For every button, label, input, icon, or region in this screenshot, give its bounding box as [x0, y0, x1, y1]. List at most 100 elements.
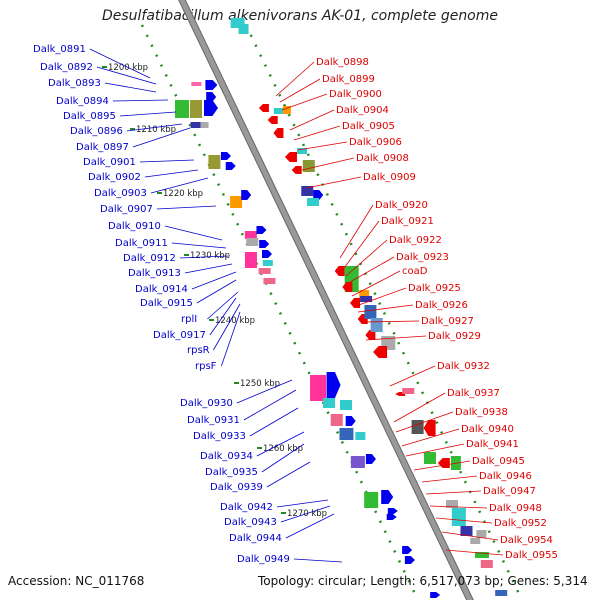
right-gene-label: Dalk_0906 — [349, 137, 402, 148]
left-gene-label: Dalk_0934 — [200, 451, 253, 462]
feature-tracks — [140, 0, 524, 600]
gene-block — [230, 18, 245, 28]
genome-summary: Topology: circular; Length: 6,517,073 bp… — [258, 574, 588, 588]
gene-arrow — [206, 92, 217, 102]
right-leader-line — [395, 411, 454, 433]
gene-arrow — [256, 226, 267, 234]
right-gene-label: Dalk_0927 — [421, 316, 474, 327]
right-leader-line — [421, 475, 478, 483]
right-leader-line — [293, 125, 341, 141]
left-leader-line — [285, 513, 335, 539]
right-leader-line — [401, 428, 460, 447]
gene-block — [364, 305, 377, 319]
gene-block — [175, 100, 189, 118]
gene-arrow — [267, 116, 278, 124]
left-gene-label: Dalk_0915 — [140, 298, 193, 309]
right-gene-label: Dalk_0922 — [389, 235, 442, 246]
right-leader-line — [343, 220, 380, 269]
left-leader-line — [236, 379, 293, 404]
right-leader-line — [289, 109, 335, 131]
left-leader-line — [126, 123, 183, 132]
gene-arrow — [284, 152, 297, 162]
gene-block — [307, 198, 320, 206]
right-leader-line — [393, 392, 446, 423]
left-leader-line — [96, 66, 157, 85]
right-leader-line — [301, 157, 355, 171]
gene-block — [460, 526, 473, 536]
gene-block — [355, 432, 366, 440]
left-leader-line — [276, 499, 329, 508]
map-title: Desulfatibacillum alkenivorans AK-01, co… — [101, 8, 499, 24]
gene-arrow — [423, 420, 436, 436]
left-gene-label: Dalk_0914 — [135, 284, 188, 295]
gene-arrow — [262, 250, 272, 258]
left-leader-line — [209, 297, 237, 336]
left-gene-label: Dalk_0894 — [56, 96, 109, 107]
right-gene-label: Dalk_0904 — [336, 105, 389, 116]
right-leader-line — [365, 335, 427, 341]
left-gene-label: Dalk_0893 — [48, 78, 101, 89]
right-leader-line — [345, 239, 388, 277]
gene-block — [238, 24, 249, 34]
tick-label: 1230 kbp — [190, 251, 230, 261]
right-gene-label: Dalk_0929 — [428, 331, 481, 342]
gene-block — [446, 500, 458, 508]
gene-block — [339, 428, 354, 440]
left-leader-line — [179, 255, 229, 259]
left-gene-label: rpsF — [195, 361, 217, 372]
left-gene-label: Dalk_0944 — [229, 533, 282, 544]
gene-block — [323, 398, 336, 408]
right-gene-label: Dalk_0941 — [466, 439, 519, 450]
right-gene-label: Dalk_0932 — [437, 361, 490, 372]
left-gene-label: Dalk_0897 — [76, 142, 129, 153]
right-leader-line — [339, 204, 374, 259]
gene-block — [474, 552, 489, 558]
left-gene-label: Dalk_0911 — [115, 238, 168, 249]
gene-arrow — [326, 372, 341, 398]
gene-block — [480, 560, 493, 568]
gene-block — [340, 400, 352, 410]
left-leader-line — [119, 111, 177, 117]
left-leader-line — [171, 242, 227, 249]
right-leader-line — [363, 320, 420, 323]
left-gene-label: Dalk_0903 — [94, 188, 147, 199]
tick-label: 1200 kbp — [108, 63, 148, 73]
right-gene-label: Dalk_0898 — [316, 57, 369, 68]
left-leader-line — [156, 205, 217, 210]
gene-block — [350, 456, 365, 468]
gene-arrow — [241, 190, 252, 200]
left-leader-line — [164, 225, 223, 241]
right-leader-line — [275, 61, 315, 97]
right-gene-label: Dalk_0952 — [494, 518, 547, 529]
gene-block — [263, 278, 276, 284]
right-gene-label: Dalk_0954 — [500, 535, 553, 546]
right-leader-line — [279, 78, 321, 103]
left-gene-label: Dalk_0931 — [187, 415, 240, 426]
gene-arrow — [205, 80, 218, 90]
left-gene-label: Dalk_0939 — [210, 482, 263, 493]
right-gene-label: Dalk_0938 — [455, 407, 508, 418]
left-gene-label: Dalk_0930 — [180, 398, 233, 409]
gene-block — [495, 590, 508, 596]
right-gene-label: Dalk_0899 — [322, 74, 375, 85]
left-leader-line — [266, 461, 311, 488]
right-leader-line — [445, 549, 504, 556]
left-leader-line — [144, 169, 199, 178]
gene-arrow — [220, 152, 231, 160]
gene-arrow — [258, 104, 269, 112]
right-gene-label: Dalk_0947 — [483, 486, 536, 497]
backbone — [179, 0, 473, 600]
right-gene-label: Dalk_0920 — [375, 200, 428, 211]
gene-block — [191, 82, 202, 86]
gene-block — [364, 492, 379, 508]
gene-block — [262, 260, 273, 266]
gene-block — [208, 155, 221, 169]
gene-arrow — [437, 458, 450, 468]
gene-block — [370, 318, 383, 332]
left-gene-label: rpsR — [187, 345, 210, 356]
gene-arrow — [402, 546, 413, 554]
gene-block — [282, 106, 291, 114]
left-gene-label: Dalk_0942 — [220, 502, 273, 513]
gene-block — [310, 375, 326, 401]
